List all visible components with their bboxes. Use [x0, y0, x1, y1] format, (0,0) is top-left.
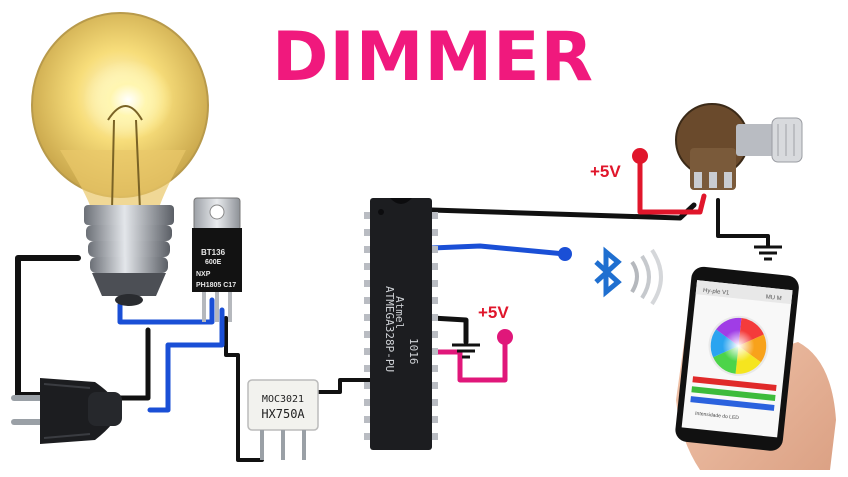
- wire-triac-opto: [224, 316, 264, 462]
- wire-mcu-vcc: [429, 337, 508, 383]
- pot-vcc-label: +5V: [590, 162, 621, 181]
- mcu-pin: [432, 246, 438, 253]
- triac-icon: [192, 197, 242, 322]
- triac-label-1: BT136: [201, 248, 226, 257]
- wire-mcu-pot: [429, 202, 697, 221]
- vcc-terminal-pot: [632, 148, 648, 164]
- mcu-pin: [432, 263, 438, 270]
- wires: [15, 155, 770, 462]
- mcu-pin: [432, 348, 438, 355]
- plug-icon: [11, 378, 122, 444]
- mcu-pin: [364, 212, 370, 219]
- mcu-pins: [364, 212, 438, 440]
- mcu-pin: [364, 365, 370, 372]
- mcu-pin: [364, 399, 370, 406]
- phone-tab-left: Hy-ple V1: [703, 288, 730, 297]
- mcu-pin: [364, 348, 370, 355]
- mcu-pin: [432, 416, 438, 423]
- mcu-pin: [432, 212, 438, 219]
- wire-bluetooth: [429, 243, 568, 257]
- opto-label-2: HX750A: [261, 407, 305, 421]
- mcu-pin: [432, 280, 438, 287]
- bulb-icon: [31, 12, 209, 306]
- potentiometer-icon: [675, 103, 803, 190]
- wire-pot-gnd: [716, 198, 770, 248]
- mcu-pin: [364, 331, 370, 338]
- wire-mcu-gnd: [429, 315, 469, 345]
- mcu-vcc-label: +5V: [478, 303, 509, 322]
- mcu-pin: [432, 314, 438, 321]
- mcu-pin: [432, 297, 438, 304]
- mcu-pin: [364, 246, 370, 253]
- wire-pot-vcc: [637, 155, 707, 215]
- triac-label-2: 600E: [205, 259, 222, 266]
- mcu-pin: [432, 331, 438, 338]
- bluetooth-icon: [594, 246, 663, 306]
- triac-label-3: NXP: [196, 271, 211, 278]
- phone-bar-caption: Intensidade do LED: [695, 411, 740, 422]
- mcu-part-number: ATMEGA328P-PU: [383, 286, 396, 372]
- phone-icon: [675, 266, 836, 470]
- mcu-pin: [364, 314, 370, 321]
- ground-icon: [754, 245, 782, 261]
- triac-label-4: PH1805 C17: [196, 282, 236, 289]
- phone-tab-right: MU M: [765, 294, 782, 302]
- mcu-pin: [364, 229, 370, 236]
- mcu-pin: [364, 433, 370, 440]
- opto-label-1: MOC3021: [262, 394, 304, 405]
- mcu-pin: [432, 399, 438, 406]
- wire-plug-triac: [147, 307, 225, 413]
- wire-plug: [117, 327, 151, 401]
- mcu-pin: [432, 365, 438, 372]
- mcu-brand: Atmel: [393, 296, 406, 329]
- mcu-pin: [364, 263, 370, 270]
- mcu-chip-icon: [370, 198, 432, 450]
- mcu-pin: [432, 433, 438, 440]
- bluetooth-terminal: [558, 247, 572, 261]
- wire-opto-mcu: [316, 378, 372, 394]
- vcc-terminal-mcu: [497, 329, 513, 345]
- wire-mains-neutral: [15, 255, 81, 398]
- mcu-date-code: 1016: [407, 338, 420, 365]
- mcu-pin: [364, 280, 370, 287]
- page-title: DIMMER: [272, 18, 594, 97]
- wire-lamp-triac: [117, 297, 215, 325]
- mcu-pin: [364, 297, 370, 304]
- optocoupler-icon: [247, 379, 319, 460]
- mcu-pin: [432, 229, 438, 236]
- mcu-pin: [364, 382, 370, 389]
- color-wheel: [710, 317, 767, 374]
- mcu-pin: [432, 382, 438, 389]
- ground-icon: [452, 343, 480, 359]
- mcu-pin: [364, 416, 370, 423]
